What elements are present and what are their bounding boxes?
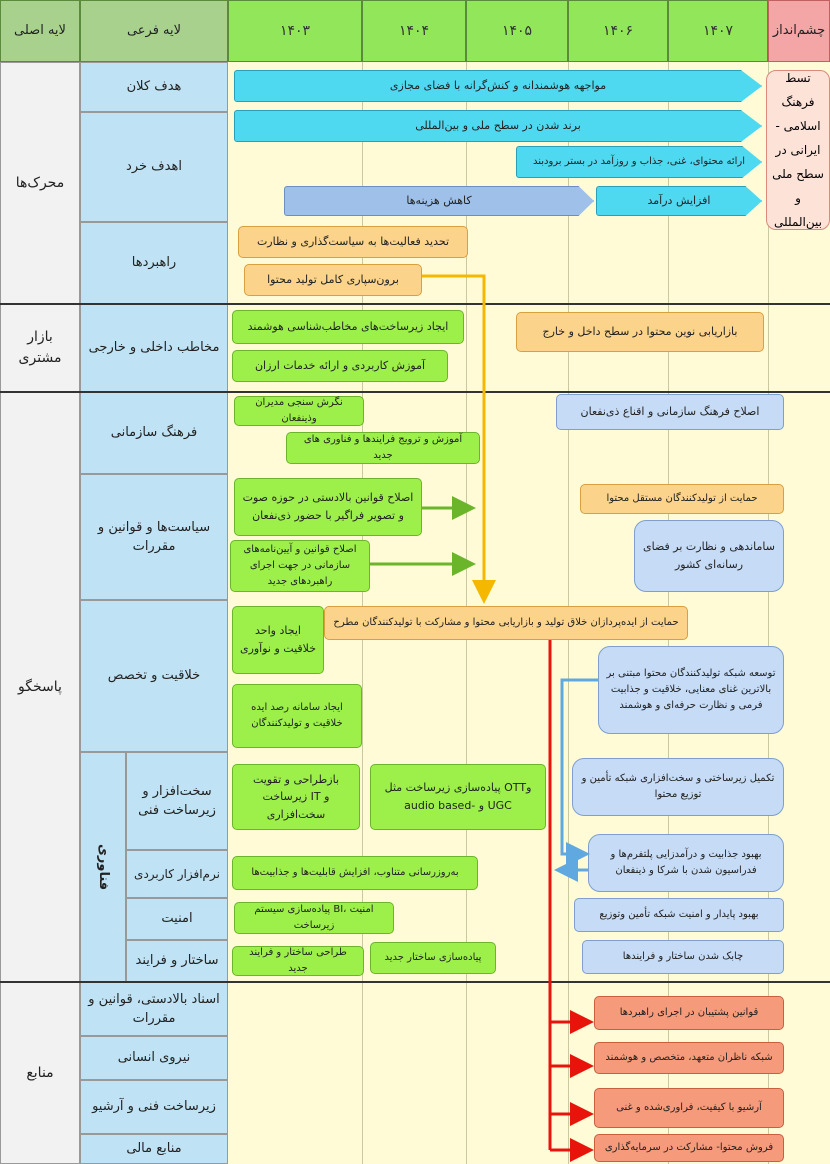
creativity-box: ایجاد واحد خلاقیت و نوآوری (232, 606, 324, 674)
creativity-connector-arrow (560, 678, 598, 866)
section-separator (0, 981, 830, 983)
sub-layer-audiences: مخاطب داخلی و خارجی (80, 304, 228, 392)
header-year: ۱۴۰۳ (228, 0, 362, 62)
policy-box: اصلاح قوانین بالادستی در حوزه صوت و تصوی… (234, 478, 422, 536)
main-layer-market: بازار مشتری (0, 304, 80, 392)
creativity-box: ایجاد سامانه رصد ایده خلاقیت و تولیدکنند… (232, 684, 362, 748)
sub-layer-goal-micro: اهدف خرد (80, 112, 228, 222)
structure-box: پیاده‌سازی ساختار جدید (370, 942, 496, 974)
sub-layer-security: امنیت (126, 898, 228, 940)
main-layer-drivers: محرک‌ها (0, 62, 80, 304)
culture-box: نگرش سنجی مدیران وذینفعان (234, 396, 364, 426)
creativity-box: حمایت از ایده‌پردازان خلاق تولید و بازار… (324, 606, 688, 640)
policy-box: حمایت از تولیدکنندگان مستقل محتوا (580, 484, 784, 514)
section-separator (0, 391, 830, 393)
resource-box: قوانین پشتیبان در اجرای راهبردها (594, 996, 784, 1030)
goal-box: مواجهه هوشمندانه و کنش‌گرانه با فضای مجا… (234, 70, 762, 102)
creativity-box: توسعه شبکه تولیدکنندگان محتوا مبتنی بر ب… (598, 646, 784, 734)
resource-box: فروش محتوا- مشارکت در سرمایه‌گذاری (594, 1134, 784, 1162)
goal-box: ارائه محتوای، غنی، جذاب و روزآمد در بستر… (516, 146, 762, 178)
culture-box: اصلاح فرهنگ سازمانی و اقناع ذی‌نفعان (556, 394, 784, 430)
header-year: ۱۴۰۶ (568, 0, 668, 62)
main-layer-resources: منابع (0, 982, 80, 1164)
market-box: ایجاد زیرساخت‌های مخاطب‌شناسی هوشمند (232, 310, 464, 344)
grid-line (768, 62, 769, 1164)
header-main-layer: لایه اصلی (0, 0, 80, 62)
hardware-box: تکمیل زیرساختی و سخت‌افزاری شبکه تأمین و… (572, 758, 784, 816)
market-box: آموزش کاربردی و ارائه خدمات ارزان (232, 350, 448, 382)
goal-box: کاهش هزینه‌ها (284, 186, 594, 216)
resource-box: آرشیو با کیفیت، فراوری‌شده و غنی (594, 1088, 784, 1128)
sub-layer-software: نرم‌افزار کاربردی (126, 850, 228, 898)
sub-layer-documents: اسناد بالادستی، قوانین و مقررات (80, 982, 228, 1036)
strategy-box: برون‌سپاری کامل تولید محتوا (244, 264, 422, 296)
sub-layer-finance: منابع مالی (80, 1134, 228, 1164)
header-year: ۱۴۰۴ (362, 0, 466, 62)
resource-box: شبکه ناظران متعهد، متخصص و هوشمند (594, 1042, 784, 1074)
sub-layer-strategies: راهبردها (80, 222, 228, 304)
software-box: بهبود جذابیت و درآمدزایی پلتفرم‌ها و فدر… (588, 834, 784, 892)
policy-box: ساماندهی و نظارت بر فضای رسانه‌ای کشور (634, 520, 784, 592)
header-year: ۱۴۰۷ (668, 0, 768, 62)
sub-layer-org-culture: فرهنگ سازمانی (80, 392, 228, 474)
sub-layer-goal-macro: هدف کلان (80, 62, 228, 112)
market-box: بازاریابی نوین محتوا در سطح داخل و خارج (516, 312, 764, 352)
sub-layer-structure: ساختار و فرایند (126, 940, 228, 982)
hardware-box: پیاده‌سازی زیرساخت مثل OTTو audio based-… (370, 764, 546, 830)
sub-layer-infra-archive: زیرساخت فنی و آرشیو (80, 1080, 228, 1134)
goal-box: برند شدن در سطح ملی و بین‌المللی (234, 110, 762, 142)
security-box: بهبود پایدار و امنیت شبکه تأمین وتوزیع (574, 898, 784, 932)
sub-layer-creativity: خلاقیت و تخصص (80, 600, 228, 752)
structure-box: طراحی ساختار و فرایند جدید (232, 946, 364, 976)
security-box: پیاده‌سازی سیستم BI، امنیت زیرساخت (234, 902, 394, 934)
culture-box: آموزش و ترویج فرایندها و فناوری های جدید (286, 432, 480, 464)
structure-box: چابک شدن ساختار و فرایندها (582, 940, 784, 974)
header-sub-layer: لایه فرعی (80, 0, 228, 62)
policy-box: اصلاح قوانین و آیین‌نامه‌های سازمانی در … (230, 540, 370, 592)
header-year: ۱۴۰۵ (466, 0, 568, 62)
strategy-connector-arrow (422, 274, 496, 604)
sub-layer-human: نیروی انسانی (80, 1036, 228, 1080)
software-box: به‌روزرسانی متناوب، افزایش قابلیت‌ها و ج… (232, 856, 478, 890)
sub-layer-hardware: سخت‌افزار و زیرساخت فنی (126, 752, 228, 850)
header-vision: چشم‌انداز (768, 0, 830, 62)
hardware-box: بازطراحی و تقویت زیرساخت IT و سخت‌افزاری (232, 764, 360, 830)
goal-box: افزایش درآمد (596, 186, 762, 216)
strategy-box: تحدید فعالیت‌ها به سیاست‌گذاری و نظارت (238, 226, 468, 258)
vision-box: تسط فرهنگ اسلامی - ایرانی در سطح ملی و ب… (766, 70, 830, 230)
section-separator (0, 303, 830, 305)
sub-layer-policies: سیاست‌ها و قوانین و مقررات (80, 474, 228, 600)
sub-layer-technology: فناوری (80, 752, 126, 982)
